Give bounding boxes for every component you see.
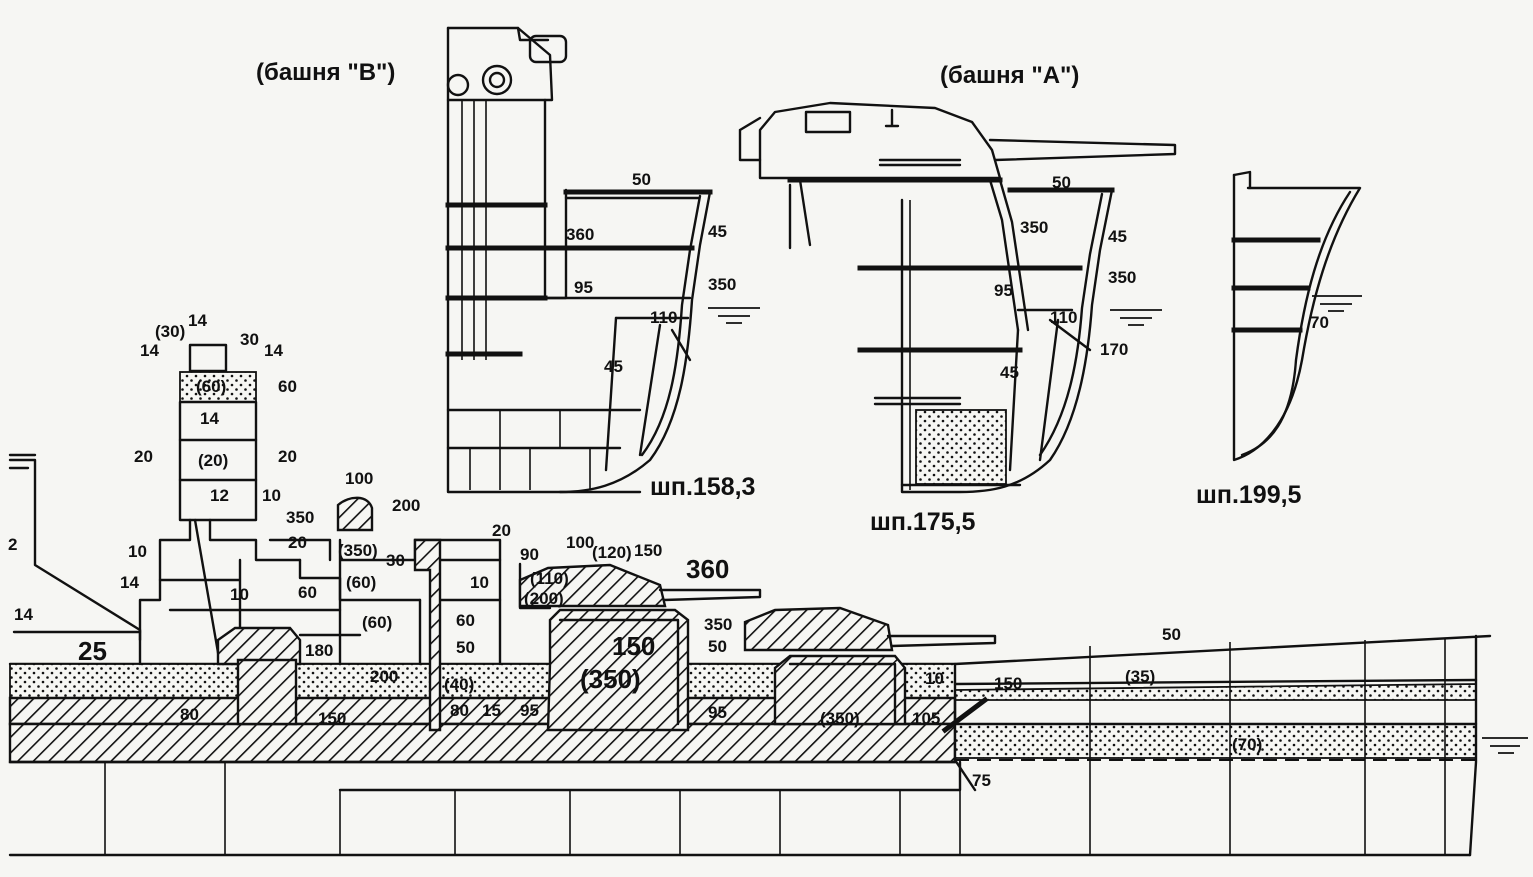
tower-right-20: 20 bbox=[278, 447, 297, 466]
sup-100: 100 bbox=[345, 469, 373, 488]
tower-roof-14b: 14 bbox=[140, 341, 159, 360]
hull-150a: 150 bbox=[318, 709, 346, 728]
sup-20b: 20 bbox=[492, 521, 511, 540]
turc-200-paren: (200) bbox=[524, 589, 564, 608]
turc-90: 90 bbox=[520, 545, 539, 564]
sup-14: 14 bbox=[120, 573, 139, 592]
turret-b-caption: (башня "B") bbox=[256, 59, 395, 86]
hull-14: 14 bbox=[14, 605, 33, 624]
turc-350-paren: (350) bbox=[580, 664, 641, 694]
turret-a-caption: (башня "A") bbox=[940, 62, 1079, 89]
tower-roof-14a: 14 bbox=[188, 311, 207, 330]
sup-60b: 60 bbox=[456, 611, 475, 630]
s158-bulkhead-label: 95 bbox=[574, 278, 593, 297]
s158-upper-belt-label: 360 bbox=[566, 225, 594, 244]
s158-side-upper-label: 45 bbox=[708, 222, 727, 241]
s175-belt-label: 350 bbox=[1108, 268, 1136, 287]
hull-40-paren: (40) bbox=[444, 675, 474, 694]
turc-150-big: 150 bbox=[612, 631, 655, 661]
s158-deck-top-label: 50 bbox=[632, 170, 651, 189]
turc-100: 100 bbox=[566, 533, 594, 552]
turc-150: 150 bbox=[634, 541, 662, 560]
sup-10b: 10 bbox=[230, 585, 249, 604]
turd-350: 350 bbox=[704, 615, 732, 634]
s199-belt-label: 70 bbox=[1310, 313, 1329, 332]
s175-below-label: 170 bbox=[1100, 340, 1128, 359]
sup-20: 20 bbox=[288, 533, 307, 552]
s158-belt-label: 350 bbox=[708, 275, 736, 294]
section-frame-199: 70 bbox=[1231, 170, 1362, 462]
sup-60a: 60 bbox=[298, 583, 317, 602]
tower-top-60: 60 bbox=[278, 377, 297, 396]
sup-60-paren: (60) bbox=[362, 613, 392, 632]
sup-10c: 10 bbox=[470, 573, 489, 592]
tower-mid-14: 14 bbox=[200, 409, 219, 428]
hull-180: 180 bbox=[305, 641, 333, 660]
sup-200: 200 bbox=[392, 496, 420, 515]
s158-inner-label: 45 bbox=[604, 357, 623, 376]
s175-barbette-label: 350 bbox=[1020, 218, 1048, 237]
tower-roof-30: 30 bbox=[240, 330, 259, 349]
hull-70-paren: (70) bbox=[1232, 735, 1262, 754]
turc-360: 360 bbox=[686, 554, 729, 584]
tower-roof-14c: 14 bbox=[264, 341, 283, 360]
turc-110-paren: (110) bbox=[530, 569, 569, 588]
turd-50: 50 bbox=[708, 637, 727, 656]
hull-10: 10 bbox=[925, 669, 944, 688]
sup-350-paren: (350) bbox=[338, 541, 378, 560]
hull-2: 2 bbox=[8, 535, 17, 554]
sup-30: 30 bbox=[386, 551, 405, 570]
frame-199-caption: шп.199,5 bbox=[1196, 481, 1302, 509]
hull-80: 80 bbox=[180, 705, 199, 724]
s175-bulkhead-label: 95 bbox=[994, 281, 1013, 300]
section-frame-175: 50 350 45 350 95 110 170 45 bbox=[738, 101, 1177, 494]
hull-95a: 95 bbox=[520, 701, 539, 720]
tower-low-10: 10 bbox=[262, 486, 281, 505]
tower-top-60-paren: (60) bbox=[196, 377, 226, 396]
tower-mid-20-paren: (20) bbox=[198, 451, 228, 470]
hull-75: 75 bbox=[972, 771, 991, 790]
s175-side-upper-label: 45 bbox=[1108, 227, 1127, 246]
sup-10a: 10 bbox=[128, 542, 147, 561]
hull-50: 50 bbox=[1162, 625, 1181, 644]
hull-35-paren: (35) bbox=[1125, 667, 1155, 686]
turd-105: 105 bbox=[912, 709, 940, 728]
tower-roof-30-paren: (30) bbox=[155, 322, 185, 341]
profile-labels: 14 (30) 14 30 14 (60) 60 14 20 (20) 20 1… bbox=[8, 311, 1262, 790]
turd-350-paren: (350) bbox=[820, 709, 860, 728]
hull-150b: 150 bbox=[994, 674, 1022, 693]
frame-158-caption: шп.158,3 bbox=[650, 473, 755, 501]
frame-175-caption: шп.175,5 bbox=[870, 508, 976, 536]
hull-200: 200 bbox=[370, 667, 398, 686]
s175-lower-label: 110 bbox=[1050, 308, 1077, 327]
turc-120-paren: (120) bbox=[592, 543, 632, 562]
hull-15: 15 bbox=[482, 701, 501, 720]
tower-left-20: 20 bbox=[134, 447, 153, 466]
sup-60-paren2: (60) bbox=[346, 573, 376, 592]
s158-lower-label: 110 bbox=[650, 308, 677, 327]
hull-25: 25 bbox=[78, 636, 107, 666]
sup-350: 350 bbox=[286, 508, 314, 527]
s175-deck-top-label: 50 bbox=[1052, 173, 1071, 192]
hull-80b: 80 bbox=[450, 701, 469, 720]
hull-95b: 95 bbox=[708, 703, 727, 722]
hull-profile bbox=[8, 343, 1528, 857]
sup-50: 50 bbox=[456, 638, 475, 657]
s175-inner-label: 45 bbox=[1000, 363, 1019, 382]
section-frame-158: 50 360 45 350 95 110 45 bbox=[445, 26, 760, 494]
tower-low-12: 12 bbox=[210, 486, 229, 505]
